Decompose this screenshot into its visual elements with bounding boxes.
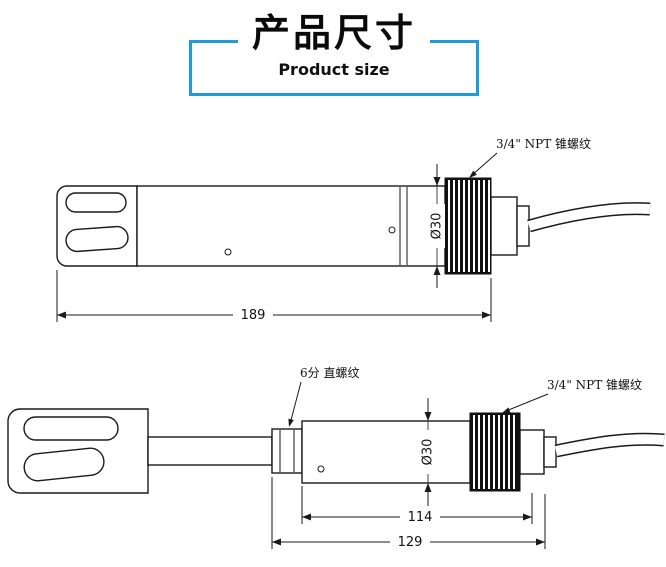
drawing-bottom: 6分 直螺纹 3/4" NPT 锥螺纹 Ø30 [7,366,665,550]
head-slot [23,416,119,441]
screw-hole [317,465,325,473]
leader-thread-top: 3/4" NPT 锥螺纹 [469,137,591,178]
screw-hole [224,248,232,256]
head-slot [65,225,129,253]
thread-label: 3/4" NPT 锥螺纹 [547,378,642,392]
cable [554,432,665,458]
screw-hole [388,226,396,234]
dimension-length-inner: 114 [301,486,533,525]
title-box: 产品尺寸 Product size [189,14,479,96]
sensor-body [136,185,446,267]
thread-label: 3/4" NPT 锥螺纹 [496,137,591,151]
sensor-head [56,185,138,267]
length-value: 114 [408,510,433,525]
extension-tube [147,436,273,466]
cable [527,202,651,233]
leader-thread-bottom: 3/4" NPT 锥螺纹 [502,378,642,413]
sensor-body [301,420,471,484]
thread-section [444,177,492,275]
dimension-diameter-bottom: Ø30 [419,398,436,506]
sensor-head [7,408,149,494]
page-title-english: Product size [278,60,390,79]
head-slot [65,192,127,213]
dimension-diameter-top: Ø30 [428,164,445,288]
dimension-length-top: 189 [56,270,492,323]
straight-thread-fitting [271,428,303,474]
length-value: 129 [398,535,423,550]
head-slot [23,447,105,482]
fitting-label: 6分 直螺纹 [300,366,359,380]
cable-gland [519,429,557,475]
diameter-value: Ø30 [430,213,445,240]
diameter-value: Ø30 [421,439,436,466]
dimension-length-outer: 129 [271,477,546,550]
drawing-top: Ø30 189 3/4" NPT 锥螺纹 [56,137,651,323]
leader-fitting: 6分 直螺纹 [288,366,359,427]
thread-section [469,412,521,492]
length-value: 189 [241,308,266,323]
page-title-chinese: 产品尺寸 [237,14,431,52]
cable-gland [490,196,530,256]
